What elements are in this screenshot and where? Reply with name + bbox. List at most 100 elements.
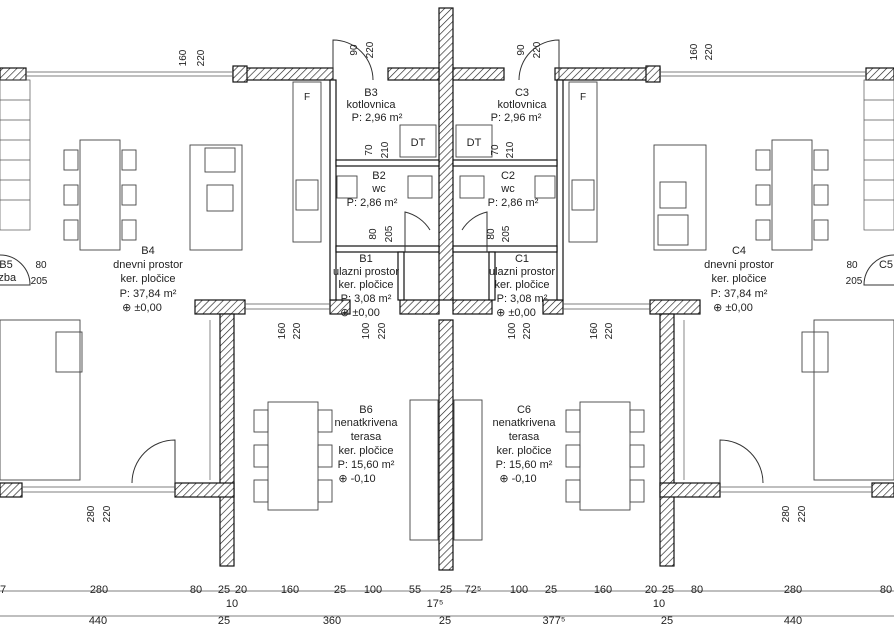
boiler-b3-label: DT xyxy=(411,137,426,149)
room-c4-name: dnevni prostor xyxy=(704,259,774,271)
op-c4-top-h: 220 xyxy=(704,43,715,60)
sofa-c xyxy=(813,319,894,481)
top-wall-left-c xyxy=(387,67,440,81)
room-c3-area: P: 2,96 m² xyxy=(491,112,542,124)
sink-c4 xyxy=(659,181,687,209)
op-c-bot-w: 280 xyxy=(781,505,792,522)
kitchen-island-c4 xyxy=(653,144,707,251)
mid-wall-left-c xyxy=(399,299,440,315)
door-b5 xyxy=(0,254,31,286)
partition-r-wc-bot xyxy=(452,245,558,253)
door-b6-terrace xyxy=(131,439,176,484)
terrace-wall-right xyxy=(659,313,675,567)
bottom-wall-r2 xyxy=(659,482,721,498)
top-wall-left-a xyxy=(0,67,27,81)
op-c2-h: 210 xyxy=(505,141,516,158)
room-c1-id: C1 xyxy=(515,253,529,265)
op-b3-h: 220 xyxy=(365,41,376,58)
windows xyxy=(22,71,872,493)
room-b3-id: B3 xyxy=(364,87,377,99)
dim1-16: 80 xyxy=(691,584,703,596)
room-c4-id: C4 xyxy=(732,245,746,257)
room-c2-id: C2 xyxy=(501,170,515,182)
kitchen-counter-c4 xyxy=(568,81,598,243)
op-c3-h: 220 xyxy=(532,41,543,58)
room-b6-level: ⊕ -0,10 xyxy=(338,473,375,485)
op-c1-h: 205 xyxy=(501,225,512,242)
pillar-top-l xyxy=(232,65,248,83)
top-wall-right-a xyxy=(865,67,894,81)
op-b-mid-h: 220 xyxy=(292,322,303,339)
op-b1-w: 80 xyxy=(368,228,379,240)
sink-b4 xyxy=(206,184,234,212)
op-b2-h: 210 xyxy=(380,141,391,158)
room-labels: B3 kotlovnica P: 2,96 m² C3 kotlovnica P… xyxy=(0,87,893,485)
dim2-0: 440 xyxy=(89,615,107,625)
op-b5-h: 205 xyxy=(31,276,48,287)
op-c4-top-w: 160 xyxy=(689,43,700,60)
dim1-3: 25 xyxy=(218,584,230,596)
room-b4-level: ⊕ ±0,00 xyxy=(122,302,162,314)
room-c6-floor: ker. pločice xyxy=(496,445,551,457)
op-b1-ent-h: 220 xyxy=(377,322,388,339)
op-b-bot-w: 280 xyxy=(86,505,97,522)
room-c1-floor: ker. pločice xyxy=(494,279,549,291)
door-c2 xyxy=(461,211,488,252)
top-wall-right-b xyxy=(554,67,661,81)
dim1-17: 280 xyxy=(784,584,802,596)
kitchen-counter-b4 xyxy=(292,81,322,243)
dim1-13: 160 xyxy=(594,584,612,596)
sofa-b xyxy=(0,319,81,481)
dim1-18: 80 xyxy=(880,584,892,596)
dim1-10: 72⁵ xyxy=(465,584,482,596)
dimension-lines xyxy=(0,590,894,617)
room-c1-level: ⊕ ±0,00 xyxy=(496,307,536,319)
party-wall-upper xyxy=(438,7,454,301)
op-c5-w: 80 xyxy=(846,260,858,271)
room-c1-area: P: 3,08 m² xyxy=(497,293,548,305)
room-b3-name: kotlovnica xyxy=(347,99,397,111)
room-c6-name2: terasa xyxy=(509,431,540,443)
room-c2-name: wc xyxy=(500,183,515,195)
dim1-5: 160 xyxy=(281,584,299,596)
dim1-1: 280 xyxy=(90,584,108,596)
room-b4-id: B4 xyxy=(141,245,154,257)
terrace-counter-b6 xyxy=(409,399,439,541)
partition-r-wc-top xyxy=(452,159,558,167)
party-wall-lower xyxy=(438,319,454,571)
room-b1-id: B1 xyxy=(359,253,372,265)
bottom-wall-l2 xyxy=(174,482,235,498)
fridge-b4-label: F xyxy=(304,92,310,103)
dining-table-c4 xyxy=(771,139,813,251)
room-b6-area: P: 15,60 m² xyxy=(338,459,395,471)
mid-wall-right-a xyxy=(649,299,701,315)
dim1-12: 25 xyxy=(545,584,557,596)
dim1-sub-0: 10 xyxy=(226,598,238,610)
room-c3-id: C3 xyxy=(515,87,529,99)
dim2-5: 25 xyxy=(661,615,673,625)
dim1-15: 25 xyxy=(662,584,674,596)
op-c5-h: 205 xyxy=(846,276,863,287)
walls xyxy=(0,7,894,571)
room-c6-id: C6 xyxy=(517,404,531,416)
dim1-11: 100 xyxy=(510,584,528,596)
dim1-6: 25 xyxy=(334,584,346,596)
op-b4-top-w: 160 xyxy=(178,49,189,66)
op-b1-ent-w: 100 xyxy=(361,322,372,339)
room-c6-name: nenatkrivena xyxy=(493,417,557,429)
room-b1-floor: ker. pločice xyxy=(338,279,393,291)
dimension-row-2: 440 25 360 25 377⁵ 25 440 xyxy=(89,615,802,625)
room-c6-level: ⊕ -0,10 xyxy=(499,473,536,485)
room-c4-floor: ker. pločice xyxy=(711,273,766,285)
room-c3-name: kotlovnica xyxy=(498,99,548,111)
terrace-counter-c6 xyxy=(453,399,483,541)
room-b1-name: ulazni prostor xyxy=(333,266,399,278)
room-b2-id: B2 xyxy=(372,170,385,182)
top-wall-left-b xyxy=(232,67,334,81)
room-b6-id: B6 xyxy=(359,404,372,416)
room-b2-name: wc xyxy=(371,183,386,195)
op-b-mid-w: 160 xyxy=(277,322,288,339)
room-b3-area: P: 2,96 m² xyxy=(352,112,403,124)
bottom-wall-r1 xyxy=(871,482,894,498)
room-c5-id: C5 xyxy=(879,259,893,271)
